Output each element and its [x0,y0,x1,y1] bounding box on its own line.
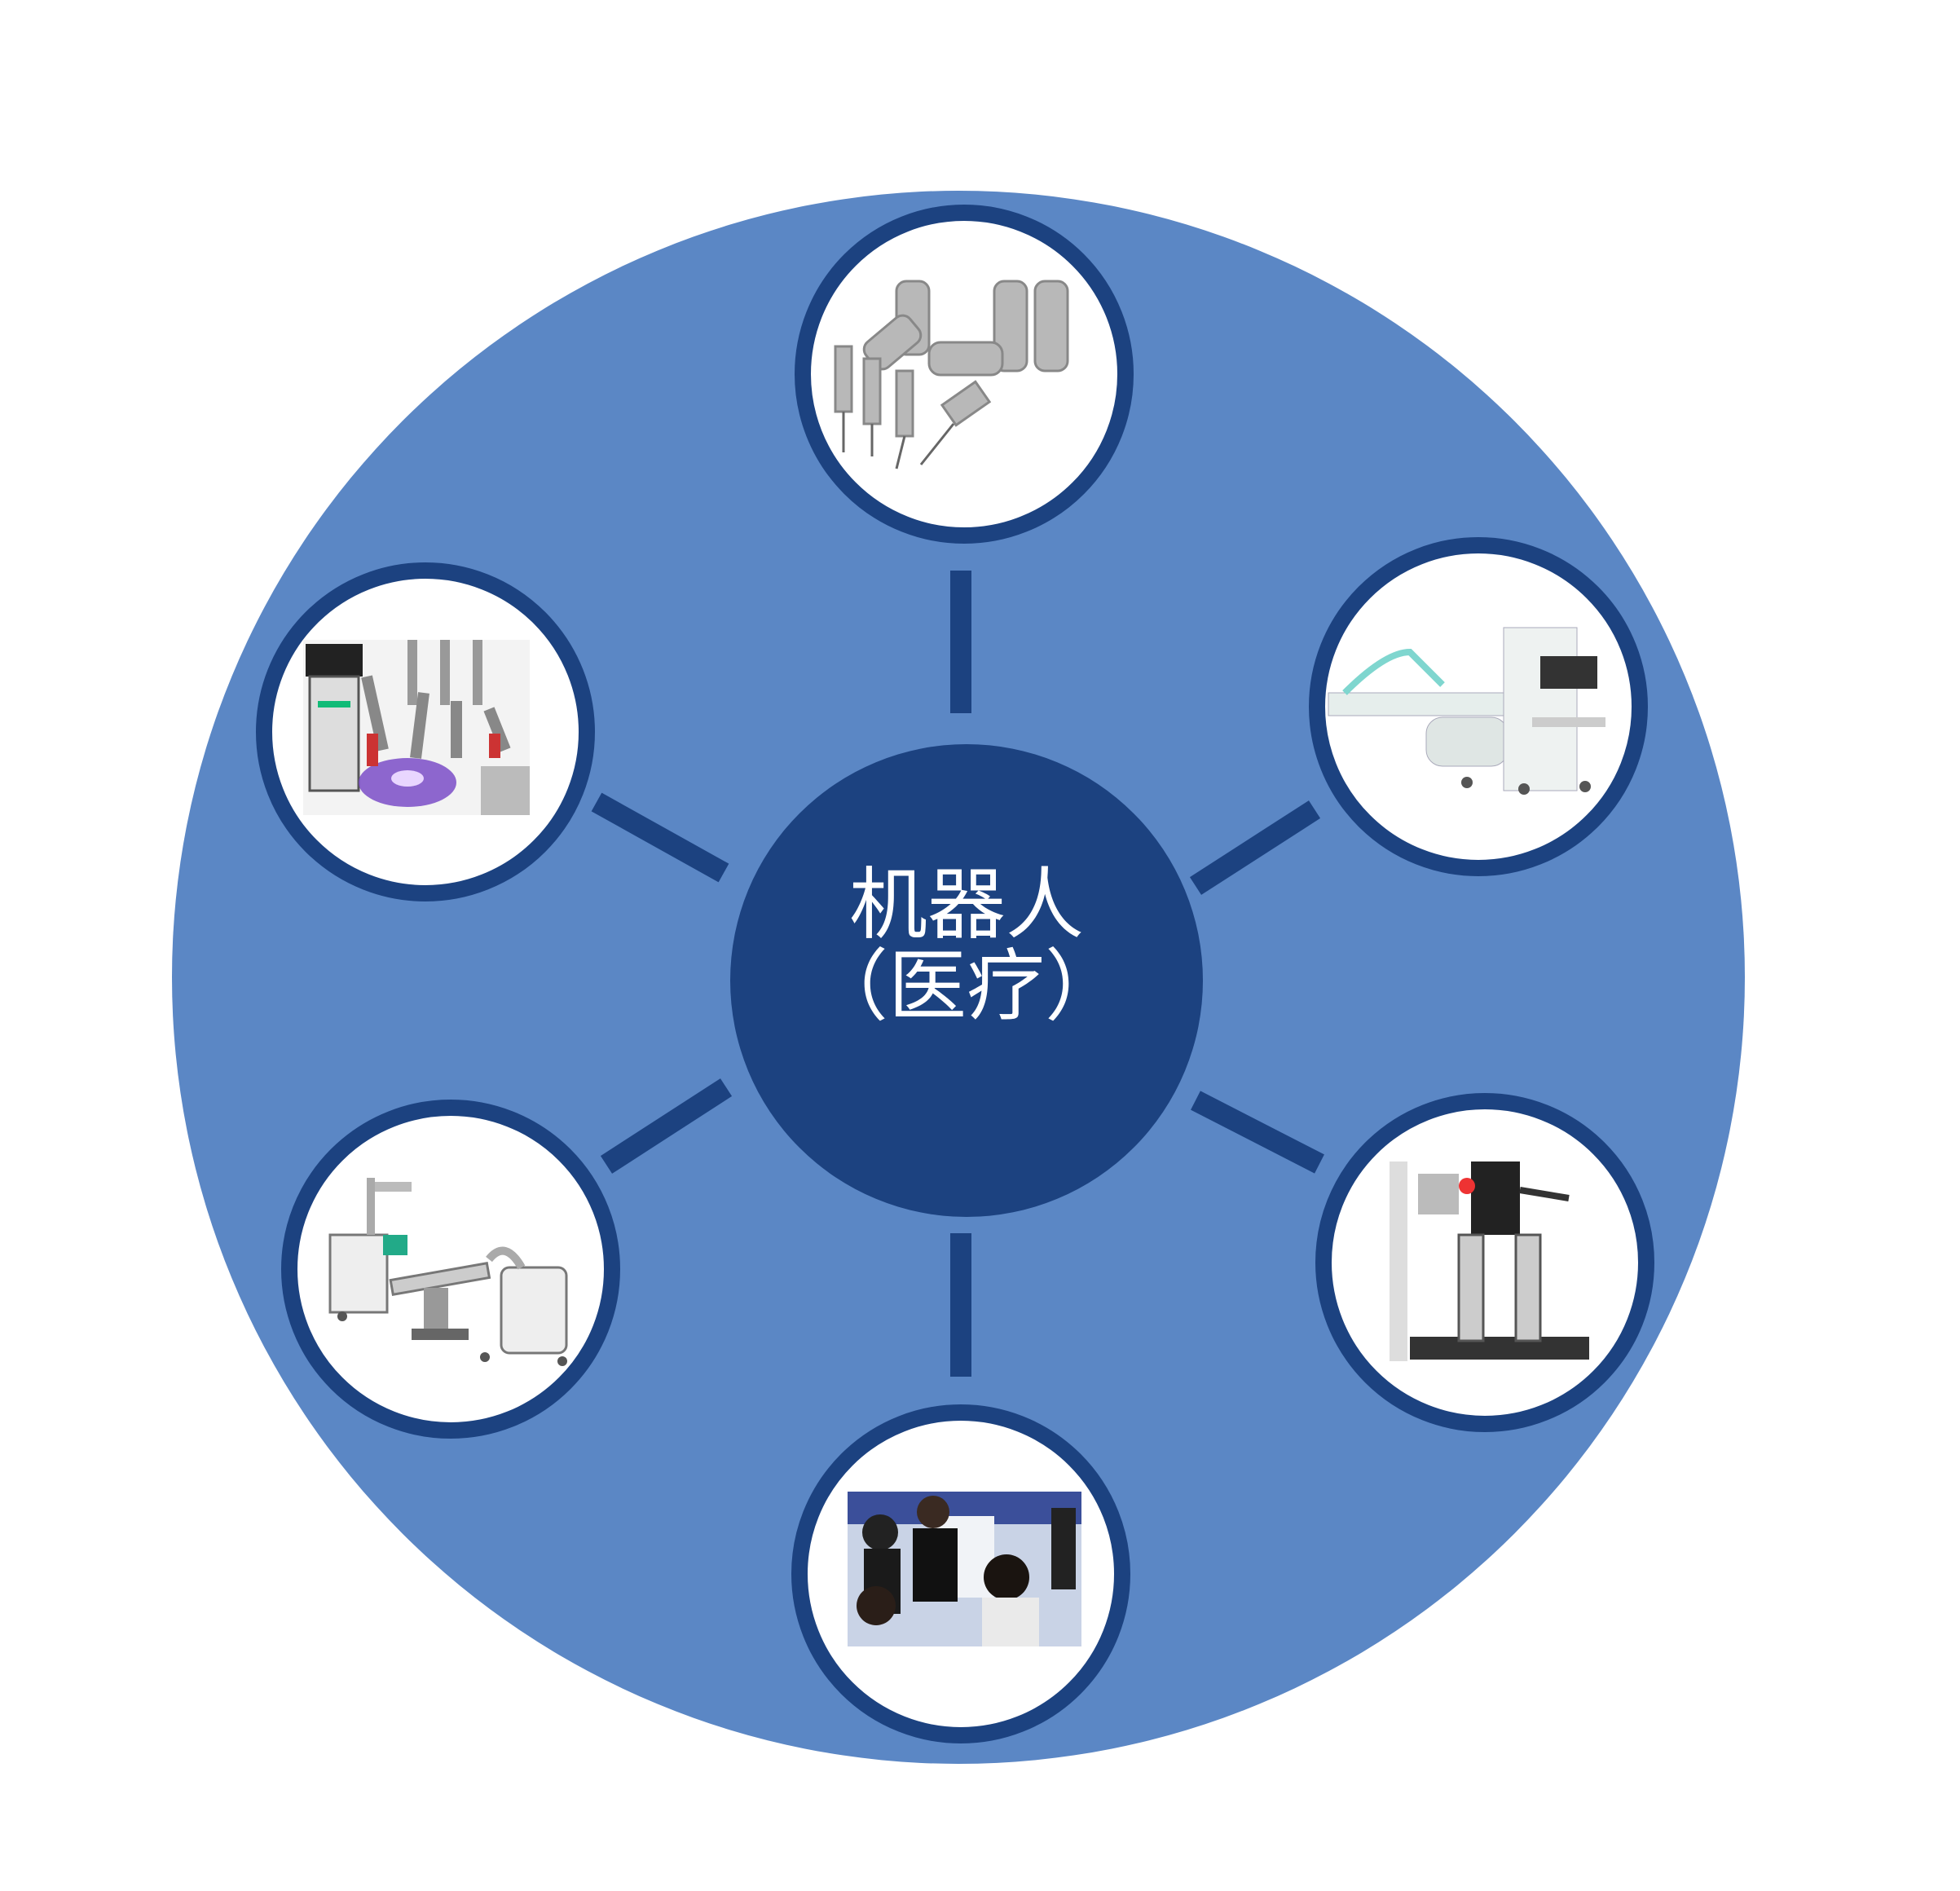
davinci-robot-icon [303,640,530,815]
surgical-robot-arms-icon [834,280,1069,469]
node-top [795,205,1134,544]
node-bottom [791,1404,1130,1743]
node-lower-left [281,1100,620,1439]
center-circle [730,744,1203,1217]
center-label-line1: 机器人 [849,859,1084,950]
node-upper-left [256,562,595,901]
connector-upper-left [591,792,729,883]
node-lower-right [1315,1093,1654,1432]
connector-upper-right [1189,800,1321,895]
connector-lower-left [600,1078,733,1174]
expo-robot-photo-icon [848,1492,1081,1646]
center-label: 机器人 （医疗） [722,864,1211,1027]
rehab-exoskeleton-icon [1390,1161,1589,1361]
node-upper-right [1309,537,1648,876]
orthopedic-robot-icon [328,1178,568,1366]
center-label-line2: （医疗） [810,941,1123,1032]
connectors [591,571,1324,1377]
connector-lower-right [1191,1091,1324,1174]
imaging-robot-icon [1328,627,1605,795]
